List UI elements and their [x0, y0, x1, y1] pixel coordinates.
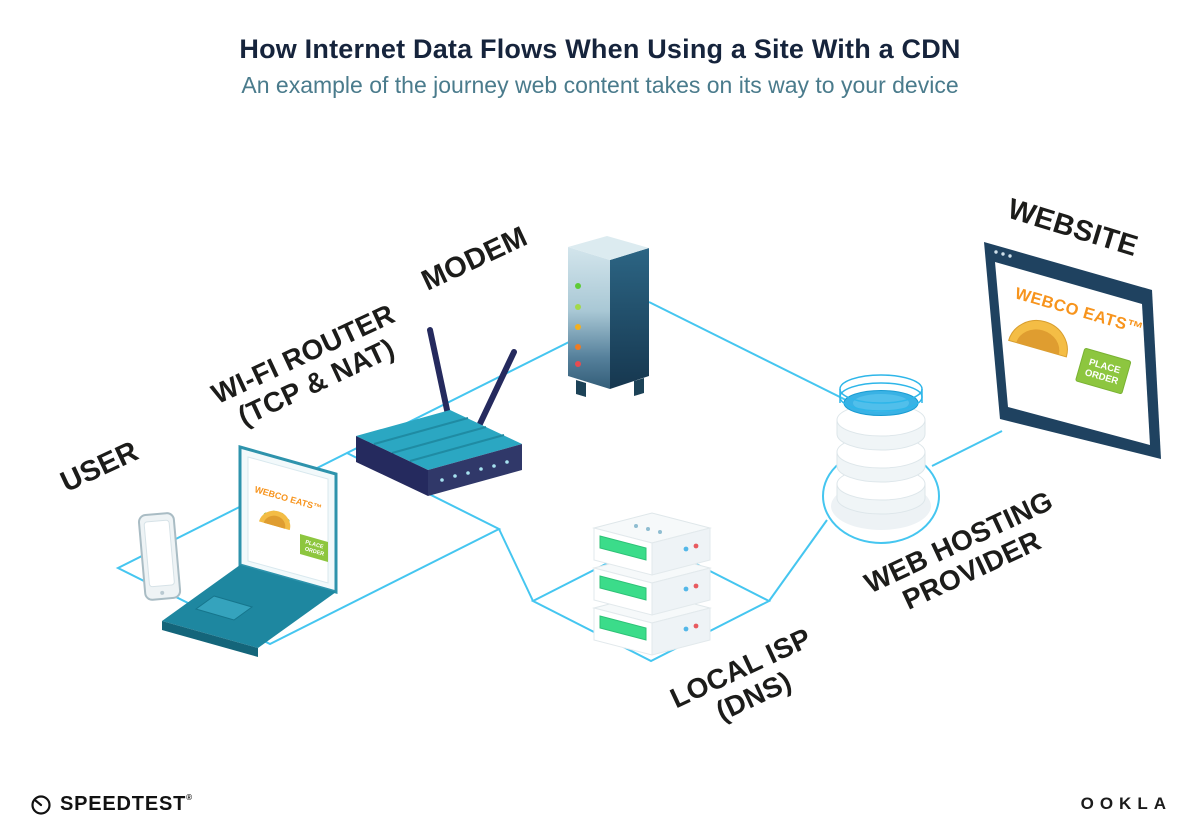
laptop-illustration: WEBCO EATS™ PLACE ORDER [162, 445, 338, 657]
laptop-cta-line1: PLACE [304, 540, 324, 551]
browser-window-buttons [994, 250, 1012, 258]
isp-top-buttons [634, 524, 662, 534]
laptop-screen-taco-icon [258, 510, 291, 531]
user-to-isp-line [498, 528, 534, 602]
isp-to-hosting-line [768, 519, 828, 602]
router-led-lights [440, 460, 509, 482]
website-cta-button: PLACE ORDER [1075, 348, 1132, 395]
header: How Internet Data Flows When Using a Sit… [0, 34, 1200, 99]
hosting-database-illustration [831, 374, 931, 530]
page-subtitle: An example of the journey web content ta… [241, 72, 959, 98]
ookla-wordmark: OOKLA [1080, 794, 1172, 813]
laptop-screen-cta-button: PLACE ORDER [300, 534, 328, 562]
speedtest-wordmark: SPEEDTEST® [60, 793, 193, 816]
hosting-glass-rings [839, 374, 923, 412]
speedtest-text: SPEEDTEST [60, 793, 187, 815]
laptop-cta-line2: ORDER [304, 546, 325, 557]
website-browser-illustration: WEBCO EATS™ PLACE ORDER [984, 242, 1161, 459]
modem-led-lights [575, 283, 581, 367]
speedtest-gauge-icon [31, 794, 51, 815]
modem-illustration [568, 236, 649, 397]
isp-server-illustration [592, 512, 712, 656]
speedtest-logo: SPEEDTEST® [30, 793, 193, 816]
phone-illustration [137, 512, 182, 601]
website-taco-image [1008, 320, 1068, 358]
speedtest-trademark: ® [186, 793, 193, 802]
hosting-to-website-line [931, 430, 1003, 467]
modem-to-hosting-line [648, 301, 863, 409]
router-illustration [356, 327, 522, 496]
page-title: How Internet Data Flows When Using a Sit… [239, 34, 961, 64]
ookla-logo: OOKLA [1081, 794, 1172, 814]
